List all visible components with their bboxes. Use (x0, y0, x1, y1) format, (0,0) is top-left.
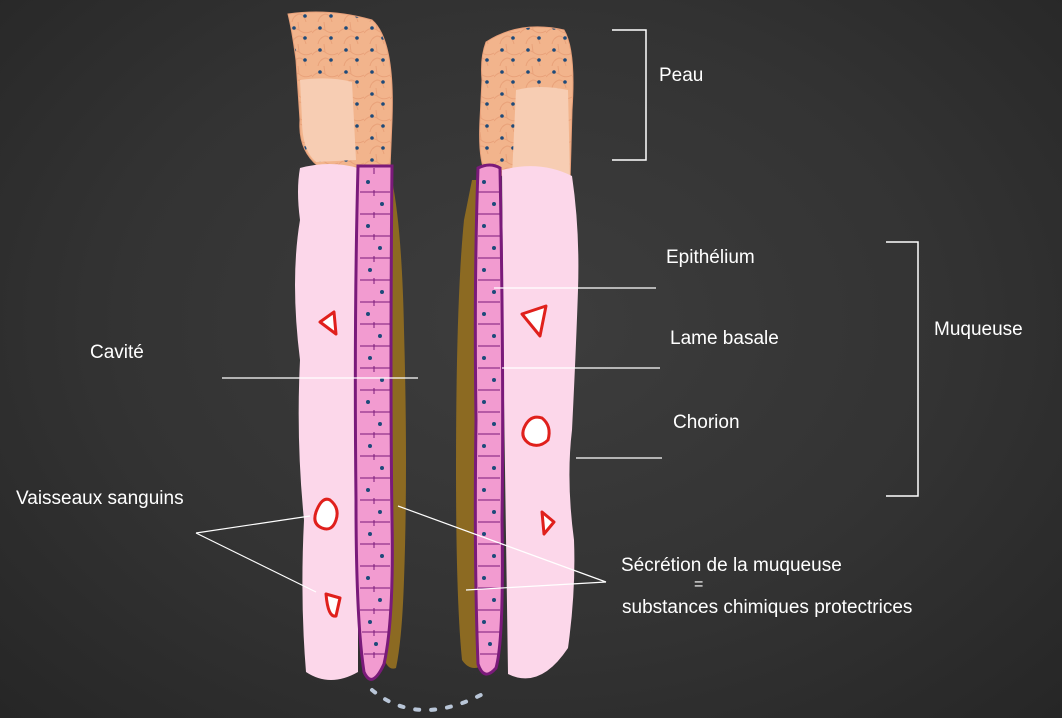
vaisseaux-line-2 (196, 533, 316, 592)
lame-basale-label: Lame basale (670, 329, 779, 348)
chorion-label: Chorion (673, 413, 740, 432)
secretion-label: Sécrétion de la muqueuse (621, 556, 842, 575)
peau-label: Peau (659, 66, 703, 85)
right-vessel-2 (523, 417, 549, 445)
vaisseaux-label: Vaisseaux sanguins (16, 489, 184, 508)
left-epithelium (355, 166, 392, 679)
peau-bracket (612, 30, 646, 160)
cavite-label: Cavité (90, 343, 144, 362)
left-skin-inner (300, 78, 356, 162)
vaisseaux-line-1 (196, 516, 310, 533)
cavity-continuation-arc (372, 690, 490, 710)
left-wall (288, 12, 406, 680)
right-epithelium (475, 165, 502, 674)
muqueuse-label: Muqueuse (934, 320, 1023, 339)
right-skin-inner (512, 87, 570, 180)
right-wall (456, 27, 578, 679)
muqueuse-bracket (886, 242, 918, 496)
substances-label: substances chimiques protectrices (622, 598, 912, 617)
epithelium-label: Epithélium (666, 248, 755, 267)
equals-label: = (694, 577, 703, 593)
leader-lines (196, 288, 662, 592)
